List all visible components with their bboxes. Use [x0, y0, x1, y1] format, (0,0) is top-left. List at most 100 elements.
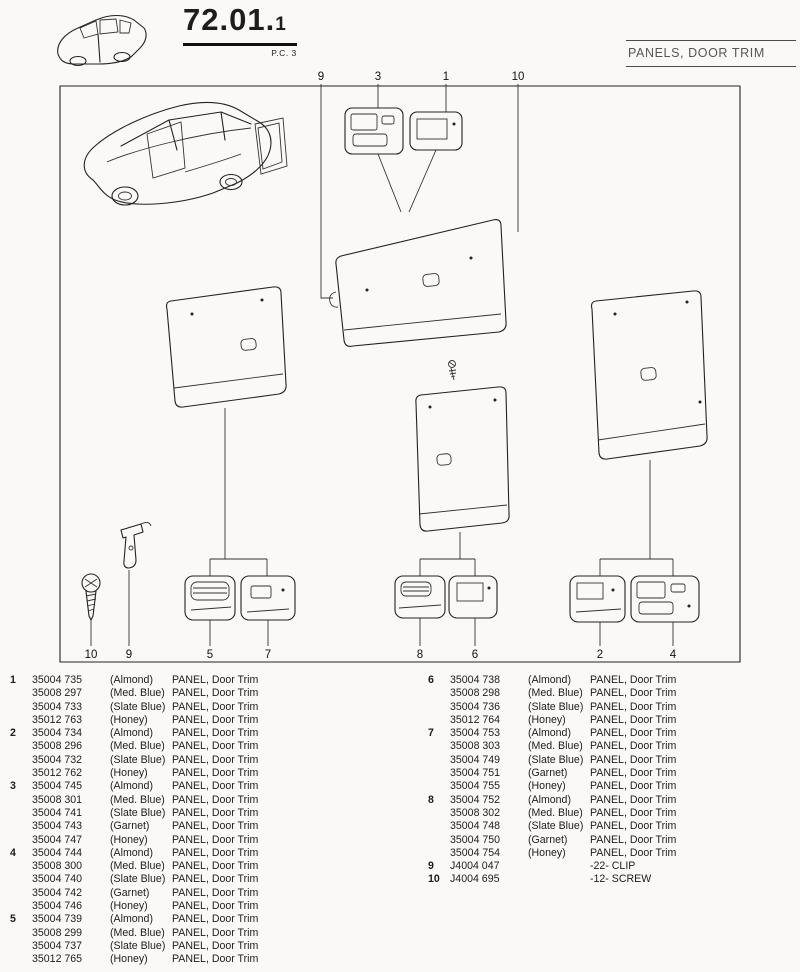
part-ref: 5: [10, 913, 16, 926]
left-door-panel: [165, 286, 287, 408]
part-ref: [10, 834, 32, 847]
part-number: 35004 737: [32, 939, 83, 952]
part-number: 35008 301: [32, 793, 83, 806]
callout-number: 5: [207, 649, 213, 661]
part-color: (Slate Blue): [110, 806, 166, 819]
part-description: PANEL, Door Trim: [590, 767, 677, 780]
parts-row: 35004 754(Honey)PANEL, Door Trim: [428, 847, 793, 860]
parts-row: 35008 303(Med. Blue)PANEL, Door Trim: [428, 740, 793, 753]
part-description: PANEL, Door Trim: [172, 767, 259, 780]
part-ref: [10, 927, 32, 940]
part-description: PANEL, Door Trim: [590, 727, 677, 740]
part-color: (Honey): [110, 900, 148, 913]
part-color: (Almond): [528, 793, 571, 806]
part-ref: [10, 740, 32, 753]
part-color: (Almond): [110, 727, 153, 740]
part-number: 35004 738: [450, 674, 501, 686]
page-title: PANELS, DOOR TRIM: [628, 46, 765, 60]
part-number: J4004 695: [450, 873, 500, 886]
parts-row: 35004 747(Honey)PANEL, Door Trim: [10, 834, 415, 847]
part-number: 35012 763: [32, 713, 83, 726]
part-color: [528, 873, 590, 886]
part-number: 35004 736: [450, 700, 501, 713]
part-number: 35004 733: [32, 700, 83, 713]
part-ref: [428, 847, 450, 860]
callout-number: 8: [417, 649, 423, 661]
parts-row: 35004 740(Slate Blue)PANEL, Door Trim: [10, 873, 415, 886]
part-color: (Med. Blue): [528, 687, 583, 700]
part-description: PANEL, Door Trim: [172, 833, 259, 846]
part-number: 35008 299: [32, 926, 83, 939]
callout-lines-bottom: [90, 408, 674, 646]
callout-number: 4: [670, 649, 677, 661]
parts-row: 35008 302 (Med. Blue) PANEL, Door Trim: [428, 807, 793, 820]
section-number: 72.01.1: [183, 4, 297, 46]
part-description: PANEL, Door Trim: [590, 806, 677, 819]
part-ref: [10, 794, 32, 807]
part-ref: [10, 807, 32, 820]
part-description: PANEL, Door Trim: [590, 674, 677, 686]
part-number: 35004 750: [450, 833, 501, 846]
part-color: (Almond): [528, 674, 571, 686]
part-number: 35004 740: [32, 873, 83, 886]
part-description: PANEL, Door Trim: [590, 740, 677, 753]
part-ref: [10, 767, 32, 780]
part-description: PANEL, Door Trim: [172, 860, 259, 873]
diagram-border: [59, 85, 741, 663]
part-ref: [428, 807, 450, 820]
part-color: (Slate Blue): [110, 873, 166, 886]
part-color: (Slate Blue): [528, 753, 584, 766]
trim-icon-8: [394, 575, 446, 619]
callout-number: 3: [375, 71, 381, 83]
callout-number: 1: [443, 71, 449, 83]
part-number: 35004 754: [450, 846, 501, 859]
part-description: PANEL, Door Trim: [590, 687, 677, 700]
part-ref: 10: [428, 873, 440, 886]
part-description: PANEL, Door Trim: [590, 700, 677, 713]
part-number: 35008 297: [32, 687, 83, 700]
part-ref: [428, 701, 450, 714]
part-number: 35008 300: [32, 860, 83, 873]
part-description: PANEL, Door Trim: [590, 820, 677, 833]
page-header: 72.01.1 P.C. 3 PANELS, DOOR TRIM: [0, 0, 800, 86]
parts-row: 35004 749(Slate Blue)PANEL, Door Trim: [428, 754, 793, 767]
part-number: 35004 751: [450, 767, 501, 780]
part-description: PANEL, Door Trim: [590, 713, 677, 726]
screw-icon: [81, 573, 101, 621]
trim-icon-6: [448, 575, 498, 619]
parts-row: 35012 762(Honey)PANEL, Door Trim: [10, 767, 415, 780]
parts-row: 35008 299(Med. Blue)PANEL, Door Trim: [10, 927, 415, 940]
parts-row: 35004 755(Honey)PANEL, Door Trim: [428, 780, 793, 793]
parts-row: 35004 746(Honey)PANEL, Door Trim: [10, 900, 415, 913]
part-ref: [10, 820, 32, 833]
part-number: 35004 746: [32, 900, 83, 913]
part-description: PANEL, Door Trim: [172, 700, 259, 713]
part-description: PANEL, Door Trim: [172, 740, 259, 753]
part-ref: 3: [10, 780, 16, 793]
part-ref: [10, 887, 32, 900]
part-color: (Med. Blue): [528, 806, 583, 819]
parts-row: 35008 300(Med. Blue)PANEL, Door Trim: [10, 860, 415, 873]
parts-row: 35004 741(Slate Blue)PANEL, Door Trim: [10, 807, 415, 820]
part-description: PANEL, Door Trim: [590, 833, 677, 846]
part-description: PANEL, Door Trim: [172, 780, 259, 793]
parts-row: 35008 301(Med. Blue)PANEL, Door Trim: [10, 794, 415, 807]
car-thumbnail-icon: [57, 14, 147, 67]
part-description: PANEL, Door Trim: [172, 820, 259, 833]
part-number: 35004 755: [450, 780, 501, 793]
part-number: 35004 747: [32, 833, 83, 846]
part-ref: [428, 780, 450, 793]
parts-row: 35004 733(Slate Blue)PANEL, Door Trim: [10, 701, 415, 714]
part-ref: [10, 953, 32, 966]
part-number: 35004 739: [32, 913, 83, 926]
trim-icon-2: [569, 575, 626, 623]
part-color: [528, 860, 590, 873]
part-color: (Almond): [528, 727, 571, 740]
part-number: 35008 302: [450, 806, 501, 819]
